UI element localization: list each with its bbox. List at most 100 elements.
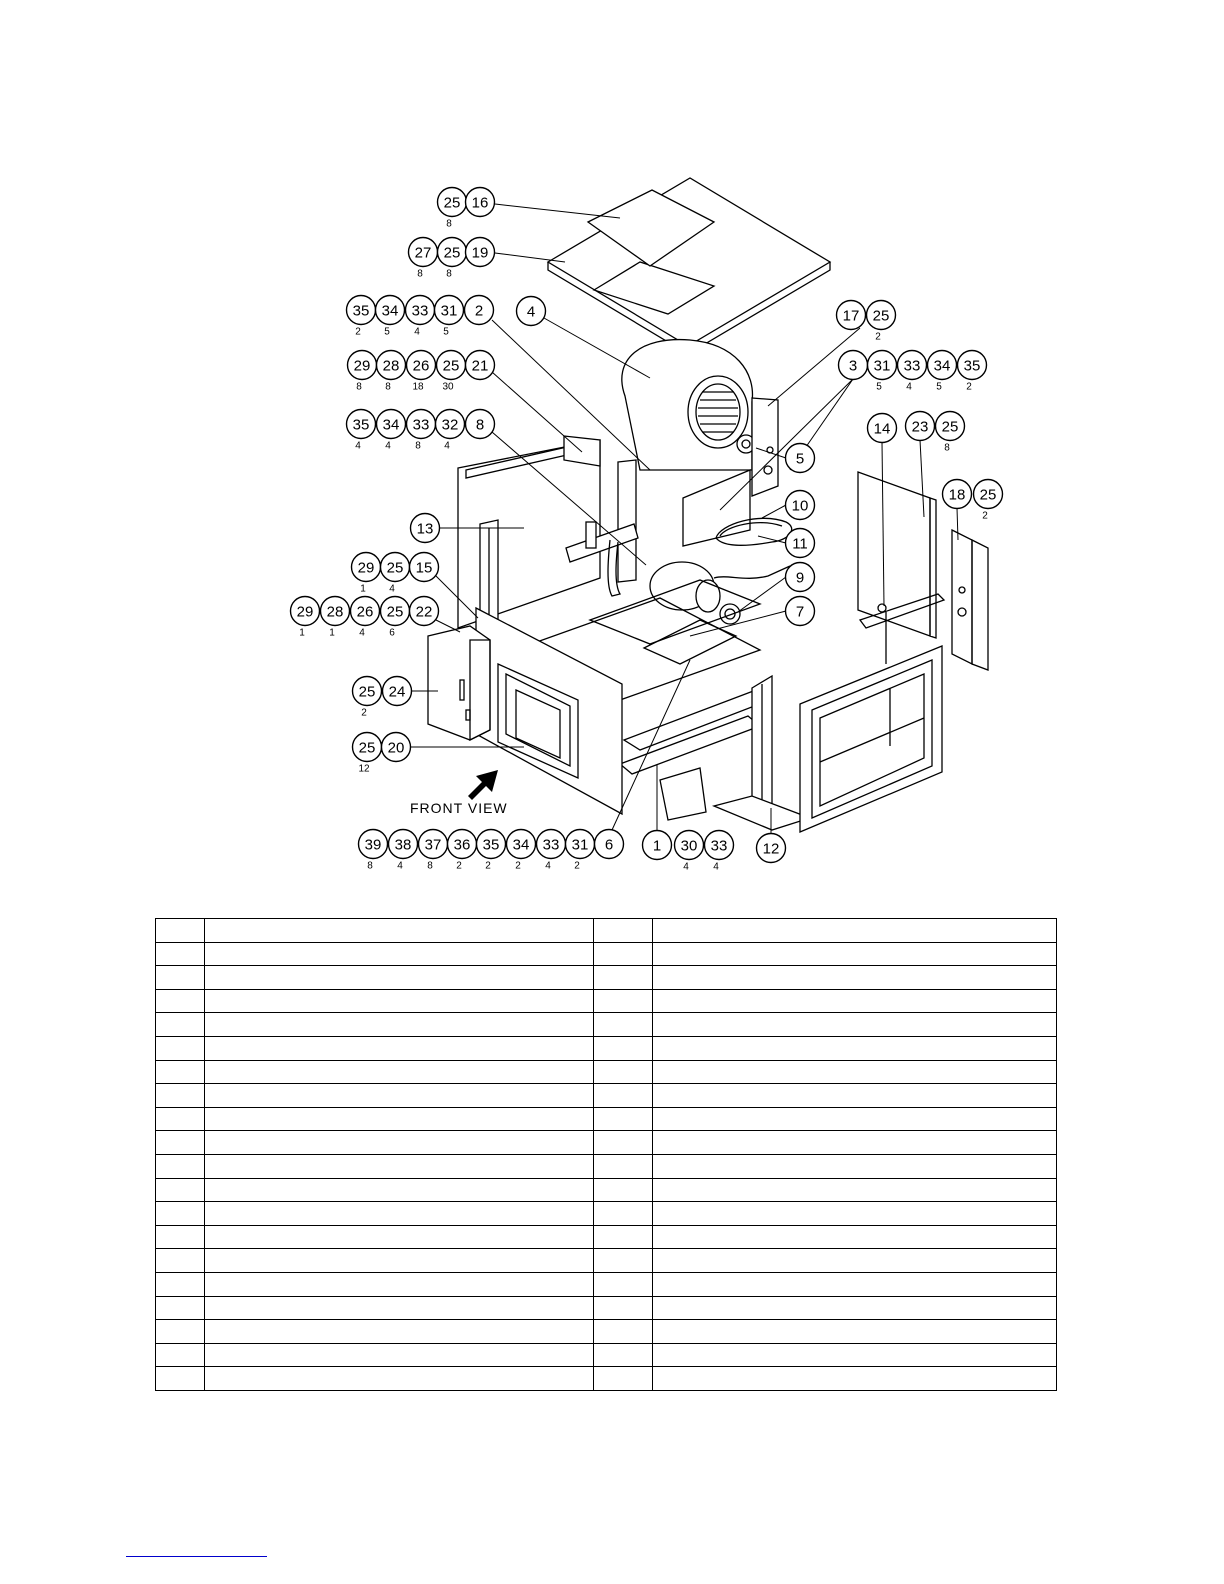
- callout-34-c: 344: [375, 408, 407, 452]
- table-cell: [204, 1012, 594, 1037]
- callout-circle: [345, 408, 377, 440]
- table-row: [155, 1012, 1057, 1037]
- table-cell: [155, 988, 205, 1014]
- callout-circle: [755, 832, 787, 864]
- callout-number: 35: [483, 837, 500, 854]
- callout-circle: [375, 349, 407, 381]
- table-cell: [155, 1342, 205, 1368]
- callout-30: 304: [673, 829, 705, 873]
- table-cell: [593, 1201, 653, 1226]
- table-cell: [593, 1012, 653, 1037]
- table-cell: [593, 1342, 653, 1368]
- table-cell: [155, 1319, 205, 1344]
- leader-line: [435, 575, 479, 619]
- table-cell: [652, 1012, 1057, 1037]
- callout-number: 28: [327, 604, 344, 621]
- callout-circle: [784, 489, 816, 521]
- callout-quantity: 4: [683, 862, 689, 873]
- table-cell: [652, 1271, 1057, 1297]
- callout-21: 21: [464, 349, 496, 381]
- leader-line: [761, 504, 787, 519]
- callout-33-a: 334: [404, 294, 436, 338]
- leader-line: [435, 619, 461, 633]
- table-cell: [593, 1059, 653, 1085]
- callout-quantity: 8: [367, 861, 373, 872]
- callout-circle: [865, 299, 897, 331]
- callout-34-d: 342: [505, 828, 537, 872]
- leader-line: [491, 431, 647, 566]
- callout-circle: [505, 828, 537, 860]
- callout-quantity: 2: [355, 327, 361, 338]
- callout-33-c: 338: [405, 408, 437, 452]
- table-cell: [652, 1130, 1057, 1155]
- callout-circle: [866, 349, 898, 381]
- table-cell: [593, 918, 653, 943]
- table-cell: [204, 1201, 594, 1226]
- table-cell: [593, 965, 653, 990]
- callout-circle: [319, 595, 351, 627]
- callout-circle: [357, 828, 389, 860]
- callout-quantity: 6: [389, 628, 395, 639]
- callout-number: 3: [849, 358, 857, 375]
- table-row: [155, 1319, 1057, 1344]
- callout-circle: [380, 731, 412, 763]
- callout-number: 25: [387, 604, 404, 621]
- callout-circle: [941, 478, 973, 510]
- callout-number: 34: [383, 417, 400, 434]
- table-cell: [593, 1271, 653, 1297]
- callout-11: 11: [784, 527, 816, 559]
- blower-side-panel: [751, 397, 779, 497]
- footer-link-underline[interactable]: [126, 1556, 267, 1557]
- callout-number: 32: [442, 417, 459, 434]
- callout-28-a: 288: [375, 349, 407, 393]
- callout-circle: [593, 828, 625, 860]
- callout-number: 31: [441, 303, 458, 320]
- table-cell: [204, 1366, 594, 1391]
- callout-28-b: 281: [319, 595, 351, 639]
- callout-quantity: 2: [515, 861, 521, 872]
- side-access-door: [857, 471, 937, 639]
- callout-number: 8: [476, 417, 484, 434]
- table-cell: [593, 1295, 653, 1321]
- callout-number: 14: [874, 421, 891, 438]
- table-cell: [204, 1224, 594, 1250]
- callout-circle: [464, 408, 496, 440]
- leader-line: [757, 535, 787, 544]
- leader-line: [956, 507, 959, 541]
- table-cell: [593, 1248, 653, 1273]
- table-cell: [204, 1153, 594, 1179]
- table-cell: [593, 1106, 653, 1132]
- table-cell: [204, 1248, 594, 1273]
- callout-quantity: 8: [415, 441, 421, 452]
- callout-22: 22: [408, 595, 440, 627]
- table-cell: [652, 988, 1057, 1014]
- callout-quantity: 8: [356, 382, 362, 393]
- callout-26-b: 264: [349, 595, 381, 639]
- callout-number: 34: [382, 303, 399, 320]
- callout-quantity: 5: [876, 382, 882, 393]
- callout-circle: [381, 675, 413, 707]
- callout-number: 19: [472, 245, 489, 262]
- table-cell: [155, 1295, 205, 1321]
- callout-37: 37 8: [417, 828, 449, 872]
- blower-motor: [649, 561, 791, 625]
- callout-number: 10: [792, 498, 809, 515]
- table-row: [155, 1248, 1057, 1273]
- evaporator-coil: [711, 674, 812, 831]
- motor-base: [642, 619, 738, 665]
- callout-circle: [673, 829, 705, 861]
- callout-number: 29: [297, 604, 314, 621]
- top-cover-panel: [546, 177, 832, 355]
- table-cell: [593, 1083, 653, 1108]
- callout-25-a: 258: [436, 186, 468, 230]
- callout-number: 37: [425, 837, 442, 854]
- callout-number: 33: [711, 838, 728, 855]
- table-cell: [593, 1130, 653, 1155]
- callout-quantity: 8: [427, 861, 433, 872]
- callout-25-c: 252: [865, 299, 897, 343]
- callout-circle: [375, 408, 407, 440]
- table-cell: [652, 1319, 1057, 1344]
- callout-number: 6: [605, 837, 613, 854]
- callout-34-b: 345: [926, 349, 958, 393]
